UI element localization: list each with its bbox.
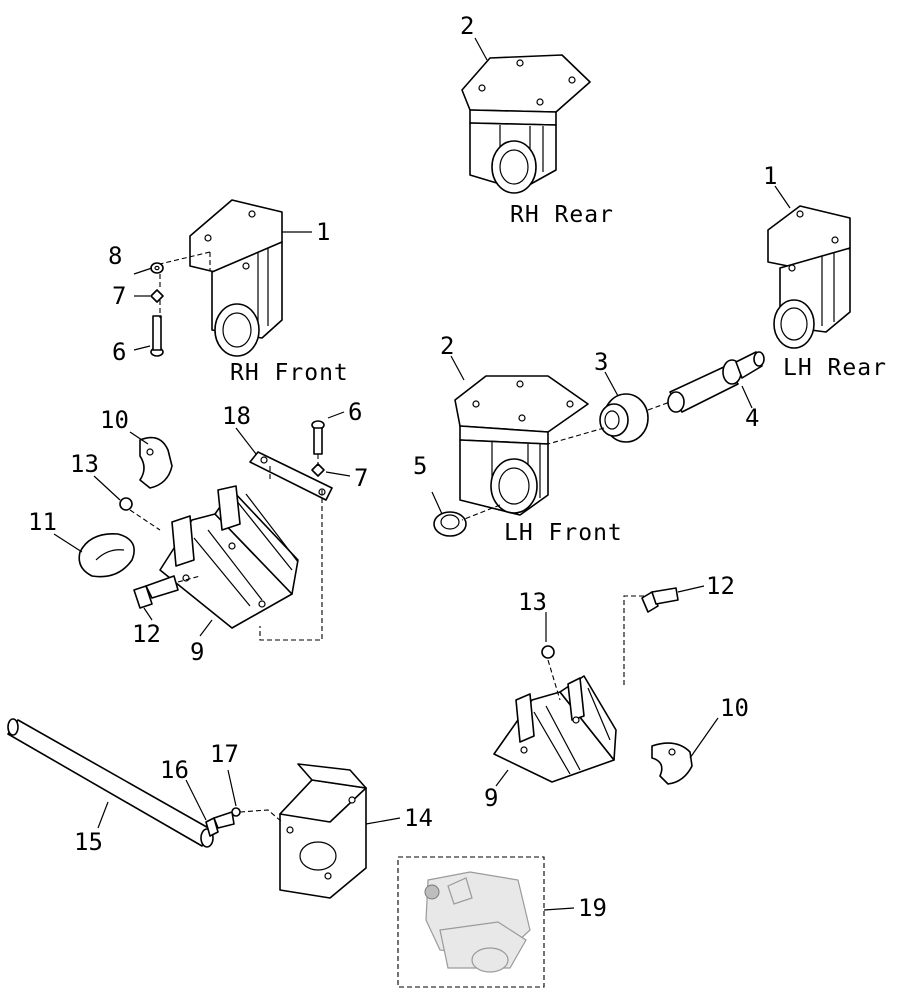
caption-lh-rear: LH Rear: [783, 355, 887, 381]
washer-8: [150, 262, 164, 274]
callout-17: 17: [210, 740, 239, 768]
leader-lines: [53, 37, 791, 911]
caption-lh-front: LH Front: [504, 520, 623, 546]
callout-1-rh-front: 1: [316, 218, 330, 246]
shaft: [667, 351, 765, 413]
handle-clip: [78, 533, 135, 578]
callout-11: 11: [28, 508, 57, 536]
callout-7-upper: 7: [112, 282, 126, 310]
callout-1-lh-rear: 1: [763, 162, 777, 190]
clip-right: [651, 742, 693, 785]
callout-16: 16: [160, 756, 189, 784]
bracket-rh-front: [189, 199, 283, 357]
caption-rh-rear: RH Rear: [510, 202, 614, 228]
nut-7-lower: [311, 463, 325, 477]
alignment-lines: [129, 251, 671, 823]
callout-6-upper: 6: [112, 338, 126, 366]
nut-7-upper: [150, 289, 164, 303]
callout-18: 18: [222, 402, 251, 430]
caption-rh-front: RH Front: [230, 360, 349, 386]
callout-numbers: 2 1 1 2 3 4 5 8 7 6 6 7 18 10 13 11 12 9…: [28, 12, 777, 922]
nut-13-right: [541, 645, 555, 659]
callout-4: 4: [745, 404, 759, 432]
bolt-12-right: [641, 587, 679, 613]
bushing: [433, 511, 467, 537]
clip-left: [139, 436, 173, 489]
callout-8: 8: [108, 242, 122, 270]
callout-13-left: 13: [70, 450, 99, 478]
transaxle-assembly: [397, 856, 545, 988]
callout-14: 14: [404, 804, 433, 832]
bolt-6-lower: [311, 420, 325, 455]
bracket-rh-rear: [461, 54, 591, 194]
callout-9-right: 9: [484, 784, 498, 812]
support-left: [159, 485, 299, 629]
nut-17: [231, 807, 241, 817]
callout-6-lower: 6: [348, 398, 362, 426]
bracket-lh-rear: [767, 205, 851, 349]
bolt-6-upper: [150, 315, 164, 357]
callout-2-lh-front: 2: [440, 332, 454, 360]
callout-7-lower: 7: [354, 464, 368, 492]
callout-2-rh-rear: 2: [460, 12, 474, 40]
callout-15: 15: [74, 828, 103, 856]
bearing: [599, 393, 649, 443]
callout-19: 19: [578, 894, 607, 922]
callout-5: 5: [413, 452, 427, 480]
bracket-lh-front: [454, 375, 589, 516]
captions: RH Rear RH Front LH Rear LH Front: [230, 202, 887, 546]
nut-13-left: [119, 497, 133, 511]
callout-12-left: 12: [132, 620, 161, 648]
callout-13-right: 13: [518, 588, 547, 616]
callout-3: 3: [594, 348, 608, 376]
bolt-12-left: [133, 575, 179, 609]
gearbox-housing: [279, 763, 367, 899]
callout-9-left: 9: [190, 638, 204, 666]
plate: [249, 451, 333, 501]
callout-10-right: 10: [720, 694, 749, 722]
support-right: [493, 675, 617, 783]
callout-12-right: 12: [706, 572, 735, 600]
bolt-16: [205, 811, 235, 837]
callout-10-left: 10: [100, 406, 129, 434]
